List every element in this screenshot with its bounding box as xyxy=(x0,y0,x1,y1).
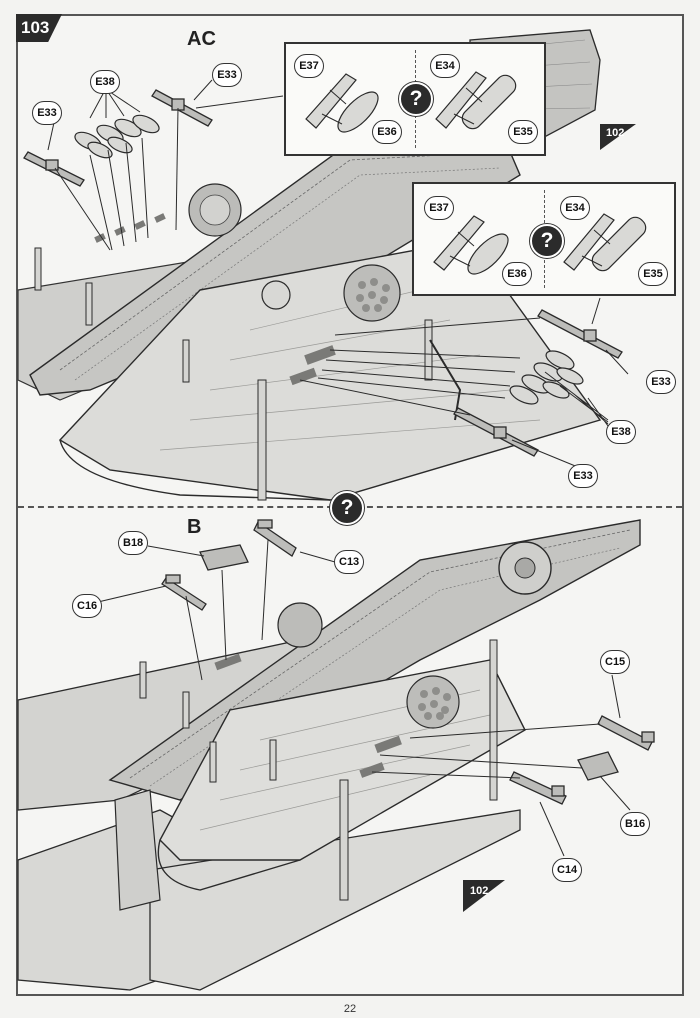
step-number-badge: 103 xyxy=(16,14,62,42)
callout-e33: E33 xyxy=(32,101,62,125)
variant-label-b: B xyxy=(187,516,202,538)
callout-e33: E33 xyxy=(646,370,676,394)
callout-e33: E33 xyxy=(212,63,242,87)
variant-label-ac: AC xyxy=(187,28,216,50)
callout-e34: E34 xyxy=(560,196,590,220)
callout-e37: E37 xyxy=(424,196,454,220)
callout-c14: C14 xyxy=(552,858,583,882)
callout-e33: E33 xyxy=(568,464,598,488)
callout-e35: E35 xyxy=(638,262,668,286)
question-mark-icon: ? xyxy=(530,224,564,258)
bombs-e38-top xyxy=(74,114,160,159)
callout-b16: B16 xyxy=(620,812,651,836)
callout-b18: B18 xyxy=(118,531,149,555)
reference-step-top: 102 xyxy=(606,127,625,139)
bottom-airframe xyxy=(17,519,641,991)
reference-step-bottom: 102 xyxy=(470,885,489,897)
callout-e38: E38 xyxy=(90,70,120,94)
inset-mid-drawing xyxy=(433,213,647,275)
parts-bottom xyxy=(161,519,655,805)
leaders-top-left xyxy=(47,79,284,251)
question-mark-icon: ? xyxy=(399,82,433,116)
top-airframe xyxy=(17,29,602,501)
question-mark-icon: ? xyxy=(330,491,364,525)
callout-e35: E35 xyxy=(508,120,538,144)
page-number: 22 xyxy=(343,1003,357,1015)
callout-c16: C16 xyxy=(72,594,103,618)
racks-e33-right xyxy=(453,309,623,457)
callout-e36: E36 xyxy=(372,120,402,144)
callout-c15: C15 xyxy=(600,650,631,674)
callout-e38: E38 xyxy=(606,420,636,444)
callout-e36: E36 xyxy=(502,262,532,286)
leaders-bottom xyxy=(97,539,631,857)
callout-e34: E34 xyxy=(430,54,460,78)
racks-e33-top xyxy=(23,89,213,187)
bombs-e38-right xyxy=(509,350,584,405)
inset-top-drawing xyxy=(305,71,517,133)
callout-e37: E37 xyxy=(294,54,324,78)
callout-c13: C13 xyxy=(334,550,365,574)
